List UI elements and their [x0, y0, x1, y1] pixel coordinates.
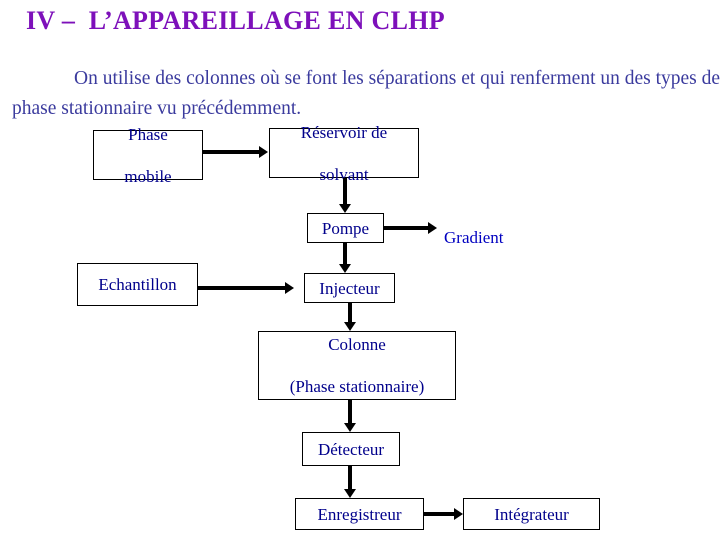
node-reservoir-line2: solvant [319, 164, 369, 184]
edge-injecteur-to-colonne [348, 303, 352, 322]
node-echantillon[interactable]: Echantillon [77, 263, 198, 306]
node-injecteur[interactable]: Injecteur [304, 273, 395, 303]
edge-pompe-to-injecteur [343, 243, 347, 264]
edge-reservoir-to-pompe [343, 178, 347, 204]
edge-pompe-to-injecteur-arrowhead [339, 264, 351, 273]
node-colonne[interactable]: Colonne (Phase stationnaire) [258, 331, 456, 400]
edge-echantillon-to-injecteur [198, 286, 285, 290]
node-phase-mobile-line1: Phase [128, 124, 168, 144]
node-pompe[interactable]: Pompe [307, 213, 384, 243]
edge-enregistreur-to-integrateur-arrowhead [454, 508, 463, 520]
node-enregistreur[interactable]: Enregistreur [295, 498, 424, 530]
page-title: IV – L’APPAREILLAGE EN CLHP [26, 6, 445, 35]
node-integrateur[interactable]: Intégrateur [463, 498, 600, 530]
node-pompe-label: Pompe [321, 218, 370, 238]
edge-injecteur-to-colonne-arrowhead [344, 322, 356, 331]
node-detecteur[interactable]: Détecteur [302, 432, 400, 466]
edge-pompe-to-gradient-arrowhead [428, 222, 437, 234]
edge-detecteur-to-enregistreur-arrowhead [344, 489, 356, 498]
intro-paragraph: On utilise des colonnes où se font les s… [12, 68, 720, 119]
edge-colonne-to-detecteur [348, 400, 352, 423]
node-integrateur-label: Intégrateur [494, 504, 569, 524]
edge-phase-mobile-to-reservoir [203, 150, 259, 154]
label-gradient: Gradient [444, 228, 504, 247]
edge-echantillon-to-injecteur-arrowhead [285, 282, 294, 294]
node-reservoir-solvant[interactable]: Réservoir de solvant [269, 123, 419, 184]
node-enregistreur-label: Enregistreur [317, 504, 402, 524]
edge-detecteur-to-enregistreur [348, 466, 352, 489]
node-injecteur-label: Injecteur [319, 278, 380, 298]
node-colonne-line2: (Phase stationnaire) [289, 377, 425, 396]
node-detecteur-label: Détecteur [317, 439, 385, 459]
node-reservoir-line1: Réservoir de [300, 122, 388, 142]
node-echantillon-label: Echantillon [98, 275, 177, 294]
node-phase-mobile[interactable]: Phase mobile [93, 125, 203, 186]
edge-reservoir-to-pompe-arrowhead [339, 204, 351, 213]
node-colonne-line1: Colonne [328, 335, 386, 354]
edge-colonne-to-detecteur-arrowhead [344, 423, 356, 432]
edge-phase-mobile-to-reservoir-arrowhead [259, 146, 268, 158]
node-phase-mobile-line2: mobile [124, 166, 172, 186]
edge-enregistreur-to-integrateur [424, 512, 454, 516]
edge-pompe-to-gradient [384, 226, 428, 230]
